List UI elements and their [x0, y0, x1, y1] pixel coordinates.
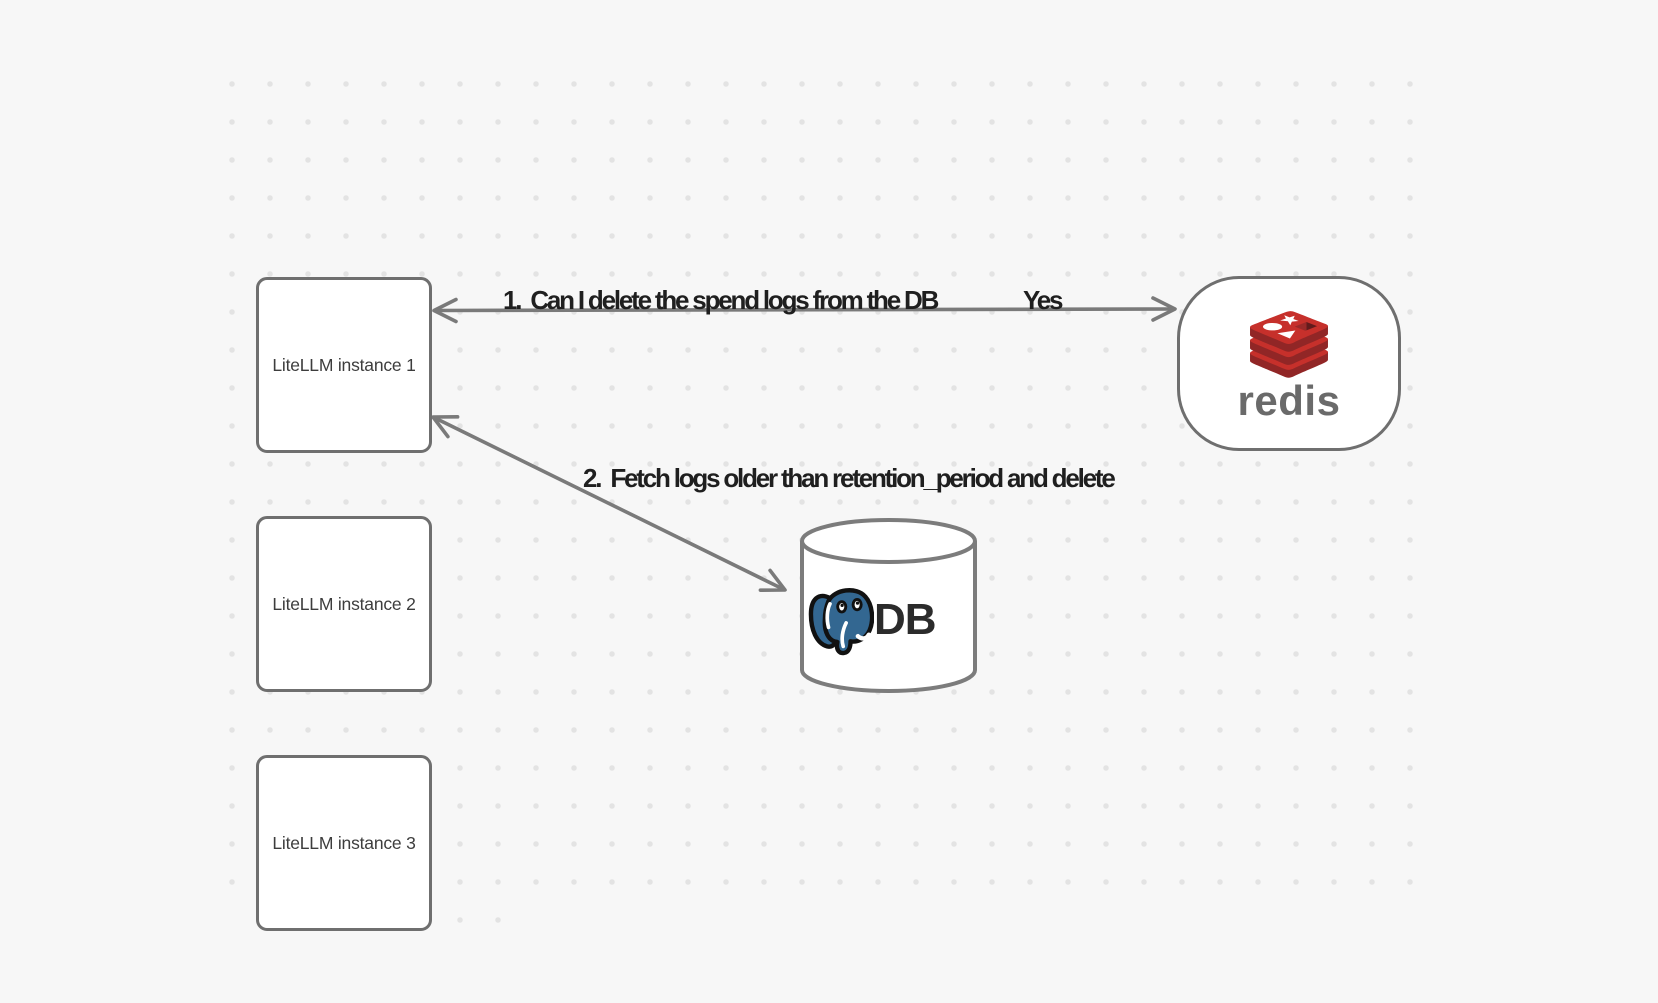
node-label: LiteLLM instance 1: [272, 354, 416, 375]
node-litellm-instance-3[interactable]: LiteLLM instance 3: [256, 755, 432, 931]
node-litellm-instance-1[interactable]: LiteLLM instance 1: [256, 277, 432, 453]
edge-label-2[interactable]: 2. Fetch logs older than retention_perio…: [583, 463, 1116, 493]
node-redis[interactable]: redis: [1177, 276, 1401, 451]
edge-label-yes[interactable]: Yes: [1023, 285, 1063, 315]
redis-wordmark: redis: [1237, 377, 1341, 424]
db-node-content[interactable]: DB: [808, 580, 978, 660]
redis-logo-icon: [1250, 311, 1328, 378]
node-litellm-instance-2[interactable]: LiteLLM instance 2: [256, 516, 432, 692]
dot-grid-partial-row: [441, 901, 517, 939]
arrow-litellm-db[interactable]: [431, 415, 787, 592]
db-node-label: DB: [874, 595, 937, 644]
arrow-redis-litellm[interactable]: [432, 296, 1177, 324]
edge-label-1[interactable]: 1. Can I delete the spend logs from the …: [503, 285, 939, 315]
postgresql-elephant-icon: [808, 588, 874, 656]
node-label: LiteLLM instance 3: [272, 832, 416, 853]
node-label: LiteLLM instance 2: [272, 593, 416, 614]
